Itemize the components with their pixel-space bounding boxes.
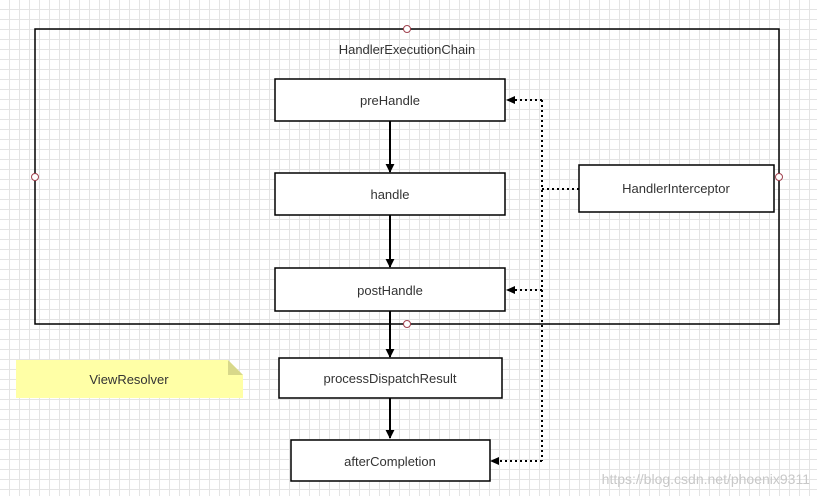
node-handle-label: handle — [370, 187, 409, 202]
node-handler-interceptor-label: HandlerInterceptor — [622, 181, 730, 196]
note-view-resolver[interactable]: ViewResolver — [16, 360, 243, 398]
node-posthandle-label: postHandle — [357, 283, 423, 298]
watermark-text: https://blog.csdn.net/phoenix9311 — [602, 471, 811, 487]
node-handle[interactable]: handle — [274, 172, 506, 216]
dotted-arrowhead-aftercompletion — [490, 457, 499, 465]
node-process-dispatch-result[interactable]: processDispatchResult — [278, 357, 503, 399]
dotted-arrowhead-prehandle — [506, 96, 515, 104]
note-view-resolver-label: ViewResolver — [89, 372, 169, 387]
interceptor-dotted-connectors — [498, 99, 579, 462]
selection-handle-right[interactable] — [775, 173, 783, 181]
node-after-completion-label: afterCompletion — [344, 454, 436, 469]
node-posthandle[interactable]: postHandle — [274, 267, 506, 312]
dotted-arrowhead-posthandle — [506, 286, 515, 294]
node-handler-interceptor[interactable]: HandlerInterceptor — [578, 164, 775, 213]
node-process-dispatch-result-label: processDispatchResult — [324, 371, 457, 386]
handler-execution-chain-label: HandlerExecutionChain — [339, 42, 476, 57]
selection-handle-top[interactable] — [403, 25, 411, 33]
node-after-completion[interactable]: afterCompletion — [290, 439, 491, 482]
node-prehandle-label: preHandle — [360, 93, 420, 108]
selection-handle-left[interactable] — [31, 173, 39, 181]
node-prehandle[interactable]: preHandle — [274, 78, 506, 122]
selection-handle-bottom[interactable] — [403, 320, 411, 328]
